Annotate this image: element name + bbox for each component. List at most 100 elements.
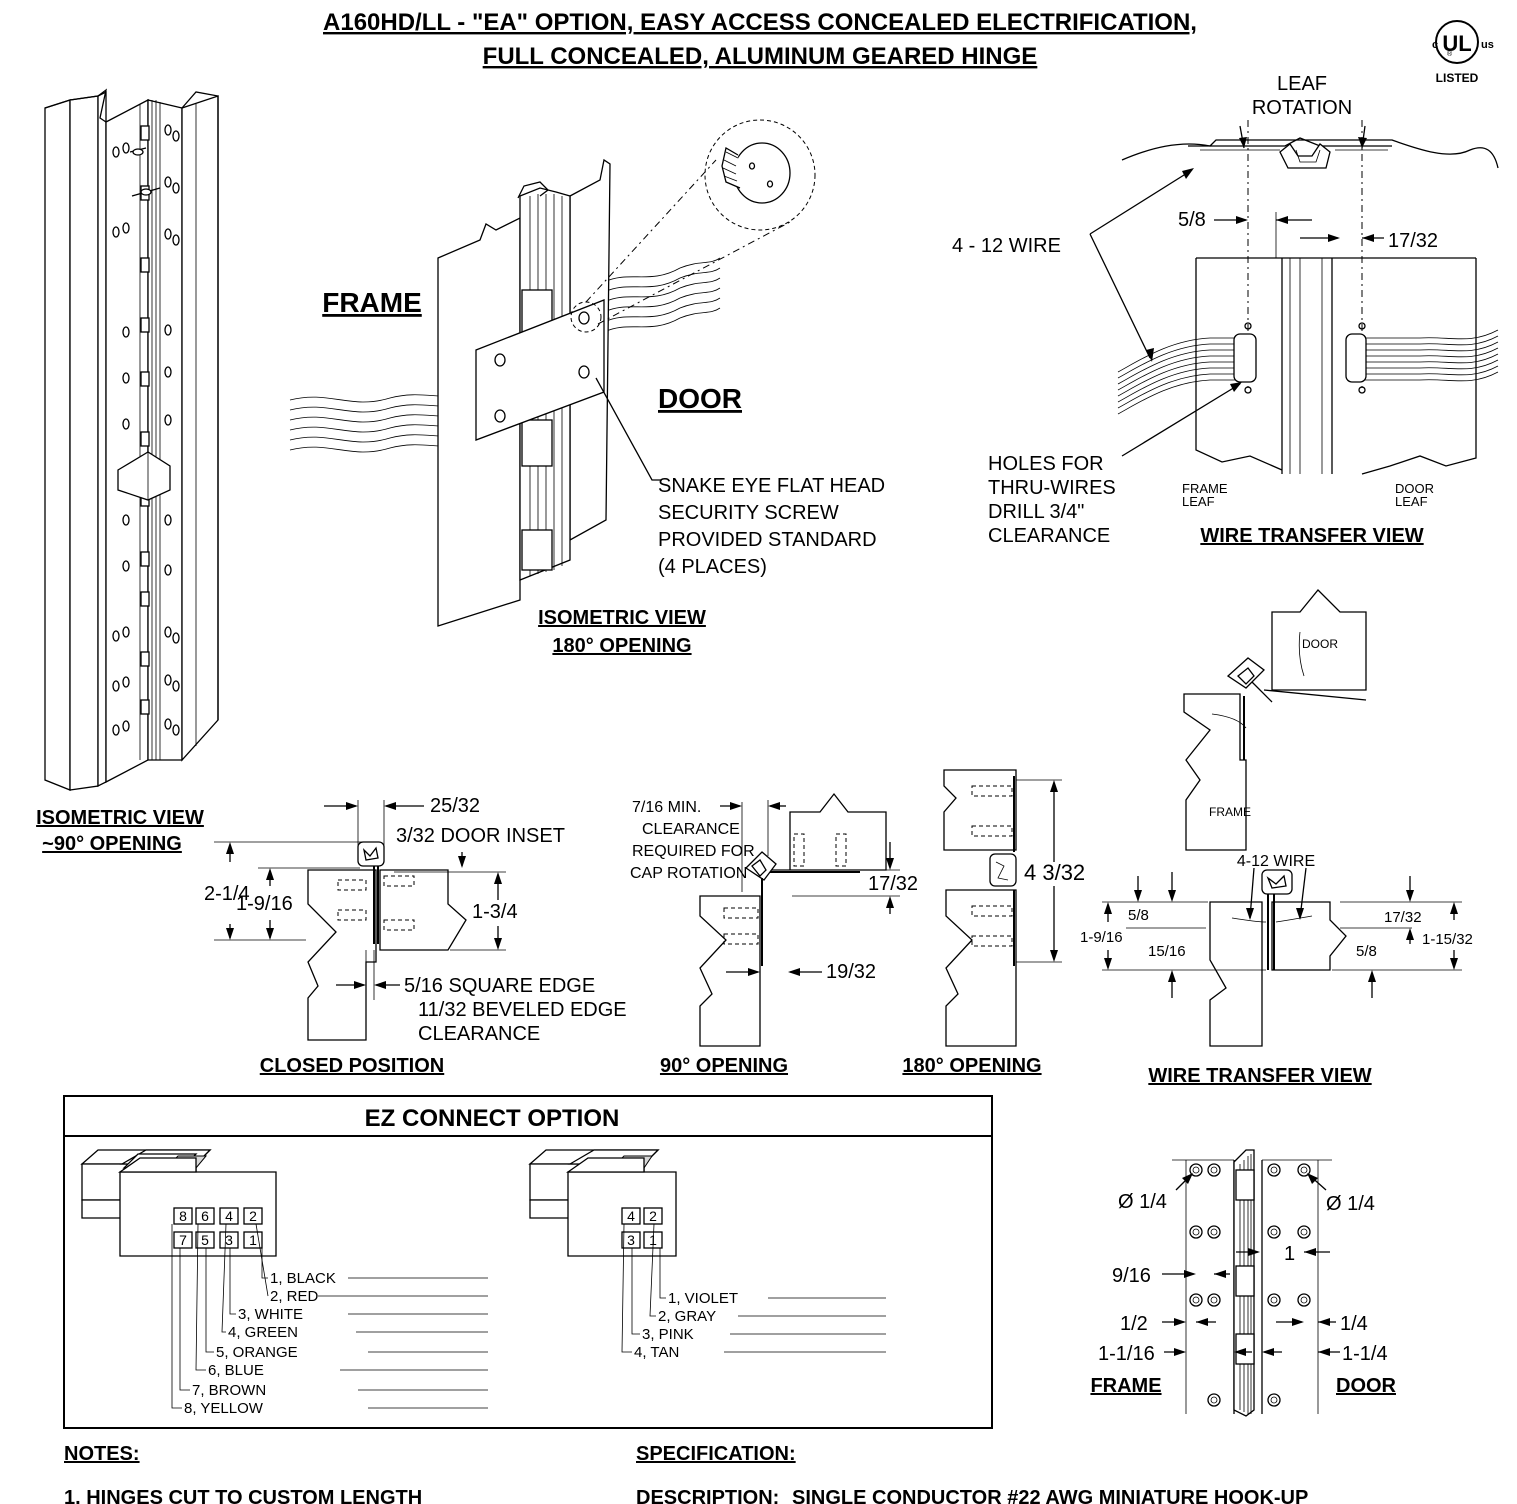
cap-clearance-note: 7/16 MIN. CLEARANCE REQUIRED FOR CAP ROT… <box>630 799 755 882</box>
wire-violet: 1, VIOLET <box>668 1290 738 1307</box>
isometric-180-title-line-1: ISOMETRIC VIEW <box>538 607 706 629</box>
drawing-title: A160HD/LL - "EA" OPTION, EASY ACCESS CON… <box>323 9 1197 70</box>
frame-leaf-line-2: LEAF <box>1182 494 1215 509</box>
leaf-dim-1-4: 1/4 <box>1340 1313 1368 1335</box>
opening-90-dim-19-32: 19/32 <box>826 961 876 983</box>
ul-c: c <box>1432 39 1438 51</box>
ul-listed-logo: c UL ® us LISTED <box>1432 20 1494 85</box>
wire-transfer-bottom-drawing <box>1102 589 1462 1047</box>
pin-7: 7 <box>179 1232 187 1248</box>
leaf-hole-right: Ø 1/4 <box>1326 1193 1375 1215</box>
wire-blue: 6, BLUE <box>208 1362 264 1379</box>
clearance-note-line-1: 7/16 MIN. <box>632 799 701 816</box>
opening-180-dim: 4 3/32 <box>1024 860 1085 885</box>
specification-heading: SPECIFICATION: <box>636 1443 796 1465</box>
opening-90-title: 90° OPENING <box>660 1055 788 1077</box>
pin4-3: 3 <box>627 1232 635 1248</box>
opening-90-dim-17-32: 17/32 <box>868 873 918 895</box>
holes-note-line-1: HOLES FOR <box>988 453 1104 475</box>
leaf-rotation-line-2: ROTATION <box>1252 97 1352 119</box>
ez-connect-panel: EZ CONNECT OPTION 8 6 4 2 7 <box>63 1095 993 1429</box>
edge-clearance-note: 5/16 SQUARE EDGE 11/32 BEVELED EDGE CLEA… <box>404 975 627 1045</box>
ez-connect-title: EZ CONNECT OPTION <box>365 1105 620 1132</box>
screw-note-line-3: PROVIDED STANDARD <box>658 529 877 551</box>
ul-us: us <box>1481 39 1494 51</box>
holes-note-line-2: THRU-WIRES <box>988 477 1116 499</box>
door-leaf-line-2: LEAF <box>1395 494 1428 509</box>
pin-1: 1 <box>249 1232 257 1248</box>
clearance-note-line-3: REQUIRED FOR <box>632 843 755 860</box>
isometric-180-door-label: DOOR <box>658 383 742 414</box>
isometric-180-hinge-drawing <box>289 119 816 627</box>
wire-label-top: 4 - 12 WIRE <box>952 235 1061 257</box>
wire-transfer-bottom-wire-label: 4-12 WIRE <box>1237 853 1315 870</box>
leaf-dim-1: 1 <box>1284 1243 1295 1265</box>
holes-note-line-3: DRILL 3/4" <box>988 501 1084 523</box>
isometric-180-frame-label: FRAME <box>322 287 422 318</box>
leaf-frame-label: FRAME <box>1090 1375 1161 1397</box>
wtb-dim-right-inner: 5/8 <box>1356 943 1377 960</box>
specification-value: SINGLE CONDUCTOR #22 AWG MINIATURE HOOK-… <box>792 1487 1308 1504</box>
wire-transfer-dim-17-32: 17/32 <box>1388 230 1438 252</box>
wire-white: 3, WHITE <box>238 1306 303 1323</box>
wire-transfer-top-title: WIRE TRANSFER VIEW <box>1200 525 1423 547</box>
closed-dim-1-3-4: 1-3/4 <box>472 901 518 923</box>
door-leaf-line-1: DOOR <box>1395 481 1434 496</box>
isometric-90-title-line-2: ~90° OPENING <box>42 833 182 855</box>
wire-transfer-top-drawing <box>1089 120 1499 475</box>
isometric-180-title-line-2: 180° OPENING <box>552 635 691 657</box>
wire-transfer-bottom-frame-label: FRAME <box>1209 805 1251 819</box>
pin-3: 3 <box>225 1232 233 1248</box>
screw-note-line-4: (4 PLACES) <box>658 556 767 578</box>
opening-180-title: 180° OPENING <box>902 1055 1041 1077</box>
ul-letters: UL <box>1442 31 1471 56</box>
wire-transfer-bottom-title: WIRE TRANSFER VIEW <box>1148 1065 1371 1087</box>
wtb-dim-left-inner: 15/16 <box>1148 943 1186 960</box>
connector-8-pin-labels: 8 6 4 2 7 5 3 1 <box>179 1208 257 1248</box>
isometric-90-hinge-drawing <box>44 88 219 791</box>
pin-6: 6 <box>201 1208 209 1224</box>
wire-orange: 5, ORANGE <box>216 1344 298 1361</box>
edge-note-line-2: 11/32 BEVELED EDGE <box>418 999 627 1021</box>
isometric-90-screw-holes <box>112 124 180 736</box>
wtb-dim-right-top: 17/32 <box>1384 909 1422 926</box>
wire-green: 4, GREEN <box>228 1324 298 1341</box>
title-line-2: FULL CONCEALED, ALUMINUM GEARED HINGE <box>483 43 1038 70</box>
screw-note: SNAKE EYE FLAT HEAD SECURITY SCREW PROVI… <box>658 475 885 578</box>
wire-pink: 3, PINK <box>642 1326 694 1343</box>
screw-note-line-1: SNAKE EYE FLAT HEAD <box>658 475 885 497</box>
closed-position-title: CLOSED POSITION <box>260 1055 444 1077</box>
opening-180-drawing <box>943 769 1062 1047</box>
clearance-note-line-4: CAP ROTATION <box>630 865 747 882</box>
connector-4-pin: 4 2 3 1 1, VIOLET 2, GRAY 3, PINK 4, TAN <box>528 1149 886 1361</box>
wire-gray: 2, GRAY <box>658 1308 716 1325</box>
pin-2: 2 <box>249 1208 257 1224</box>
closed-door-inset: 3/32 DOOR INSET <box>396 825 565 847</box>
pin-8: 8 <box>179 1208 187 1224</box>
wire-red: 2, RED <box>270 1288 319 1305</box>
pin-5: 5 <box>201 1232 209 1248</box>
edge-note-line-1: 5/16 SQUARE EDGE <box>404 975 595 997</box>
pin4-2: 2 <box>649 1208 657 1224</box>
leaf-dim-1-1-16: 1-1/16 <box>1098 1343 1155 1365</box>
holes-note-line-4: CLEARANCE <box>988 525 1110 547</box>
holes-note: HOLES FOR THRU-WIRES DRILL 3/4" CLEARANC… <box>988 453 1116 547</box>
closed-dim-2-1-4: 2-1/4 <box>204 883 250 905</box>
wire-tan: 4, TAN <box>634 1344 679 1361</box>
wtb-dim-right-outer: 1-15/32 <box>1422 931 1473 948</box>
leaf-dim-9-16: 9/16 <box>1112 1265 1151 1287</box>
leaf-detail-drawing <box>1162 1149 1340 1417</box>
closed-position-drawing <box>214 800 506 1041</box>
closed-dim-25-32: 25/32 <box>430 795 480 817</box>
closed-dim-1-9-16: 1-9/16 <box>236 893 293 915</box>
ul-listed-text: LISTED <box>1436 71 1479 85</box>
wtb-dim-left-outer: 1-9/16 <box>1080 929 1123 946</box>
leaf-dim-1-2: 1/2 <box>1120 1313 1148 1335</box>
leaf-dim-1-1-4: 1-1/4 <box>1342 1343 1388 1365</box>
wire-transfer-bottom-door-label: DOOR <box>1302 637 1338 651</box>
opening-90-drawing <box>699 792 900 1047</box>
title-line-1: A160HD/LL - "EA" OPTION, EASY ACCESS CON… <box>323 9 1197 36</box>
frame-leaf-line-1: FRAME <box>1182 481 1228 496</box>
wire-brown: 7, BROWN <box>192 1382 266 1399</box>
